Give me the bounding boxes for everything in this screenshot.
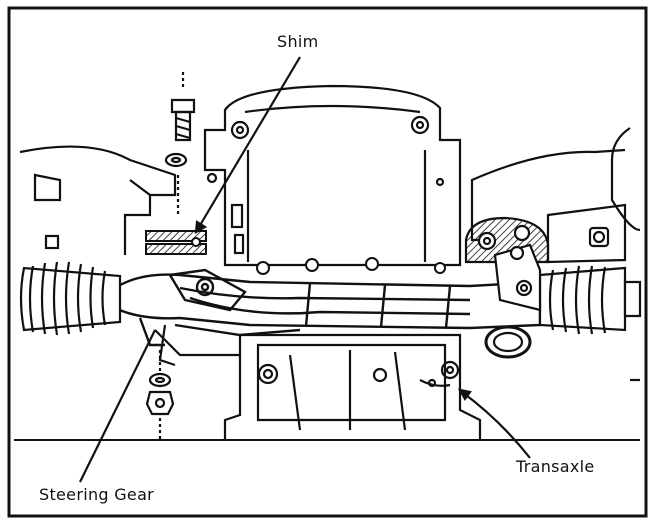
shim-label: Shim [277,32,319,51]
transaxle-housing [203,84,462,267]
shim-part [145,230,207,255]
steering-gear-leader [79,329,156,483]
upper-bolt-stack [164,72,196,215]
shim-leader [195,56,301,233]
steering-gear-label: Steering Gear [39,485,155,504]
housing-bolts [256,257,446,275]
lower-transaxle [154,324,482,440]
leader-lines [79,56,531,483]
transaxle-arrowhead [457,388,472,402]
transaxle-leader [461,391,531,459]
right-bellows-boot [538,265,642,335]
left-body-panel [19,145,177,255]
pinion-assembly [464,216,550,359]
shim-arrowhead [194,220,208,234]
transaxle-label: Transaxle [516,457,595,476]
lower-bolt-stack [145,350,175,440]
left-bellows-boot [19,261,122,336]
